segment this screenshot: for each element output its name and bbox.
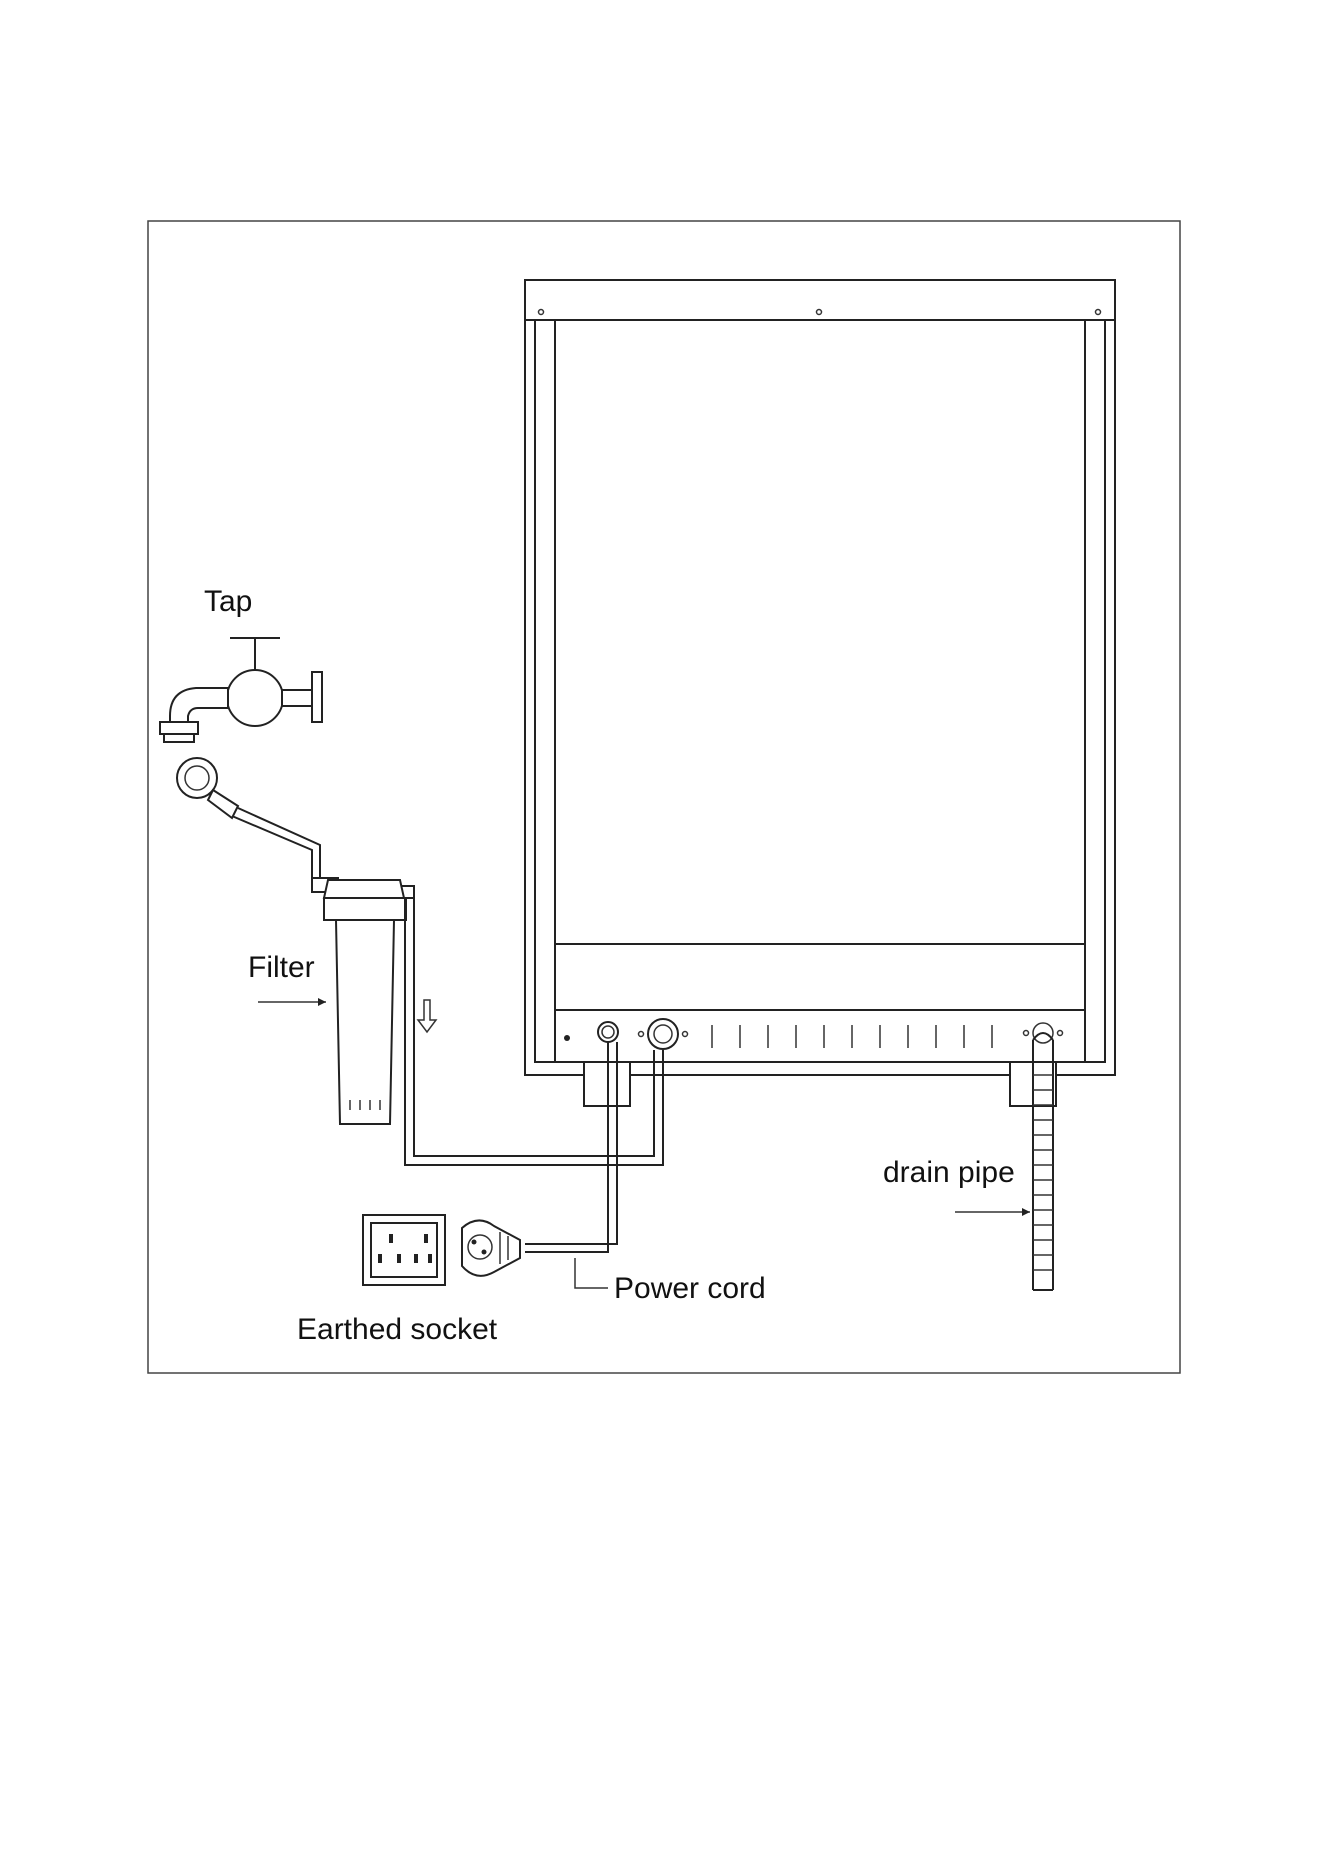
drain-pipe-label: drain pipe <box>883 1156 1015 1189</box>
filter-leader <box>258 998 326 1006</box>
power-cord-label: Power cord <box>614 1272 766 1305</box>
water-inlet-connector <box>639 1019 688 1049</box>
power-cord-connector <box>598 1022 618 1042</box>
plug-icon <box>462 1220 520 1275</box>
earthed-socket-icon <box>363 1215 445 1285</box>
filter-icon <box>312 878 414 1124</box>
tap-icon <box>160 638 322 742</box>
earthed-socket-label: Earthed socket <box>297 1313 498 1346</box>
drain-pipe-leader <box>955 1208 1030 1216</box>
vent-slots <box>712 1025 992 1048</box>
diagram-frame <box>148 221 1180 1373</box>
tap-label: Tap <box>204 585 252 618</box>
inlet-hose <box>177 758 320 880</box>
appliance-body <box>525 280 1115 1106</box>
filter-label: Filter <box>248 951 315 984</box>
power-cord-leader <box>575 1258 608 1288</box>
flow-arrow <box>418 1000 436 1032</box>
drain-pipe-ribs <box>1033 1075 1053 1270</box>
